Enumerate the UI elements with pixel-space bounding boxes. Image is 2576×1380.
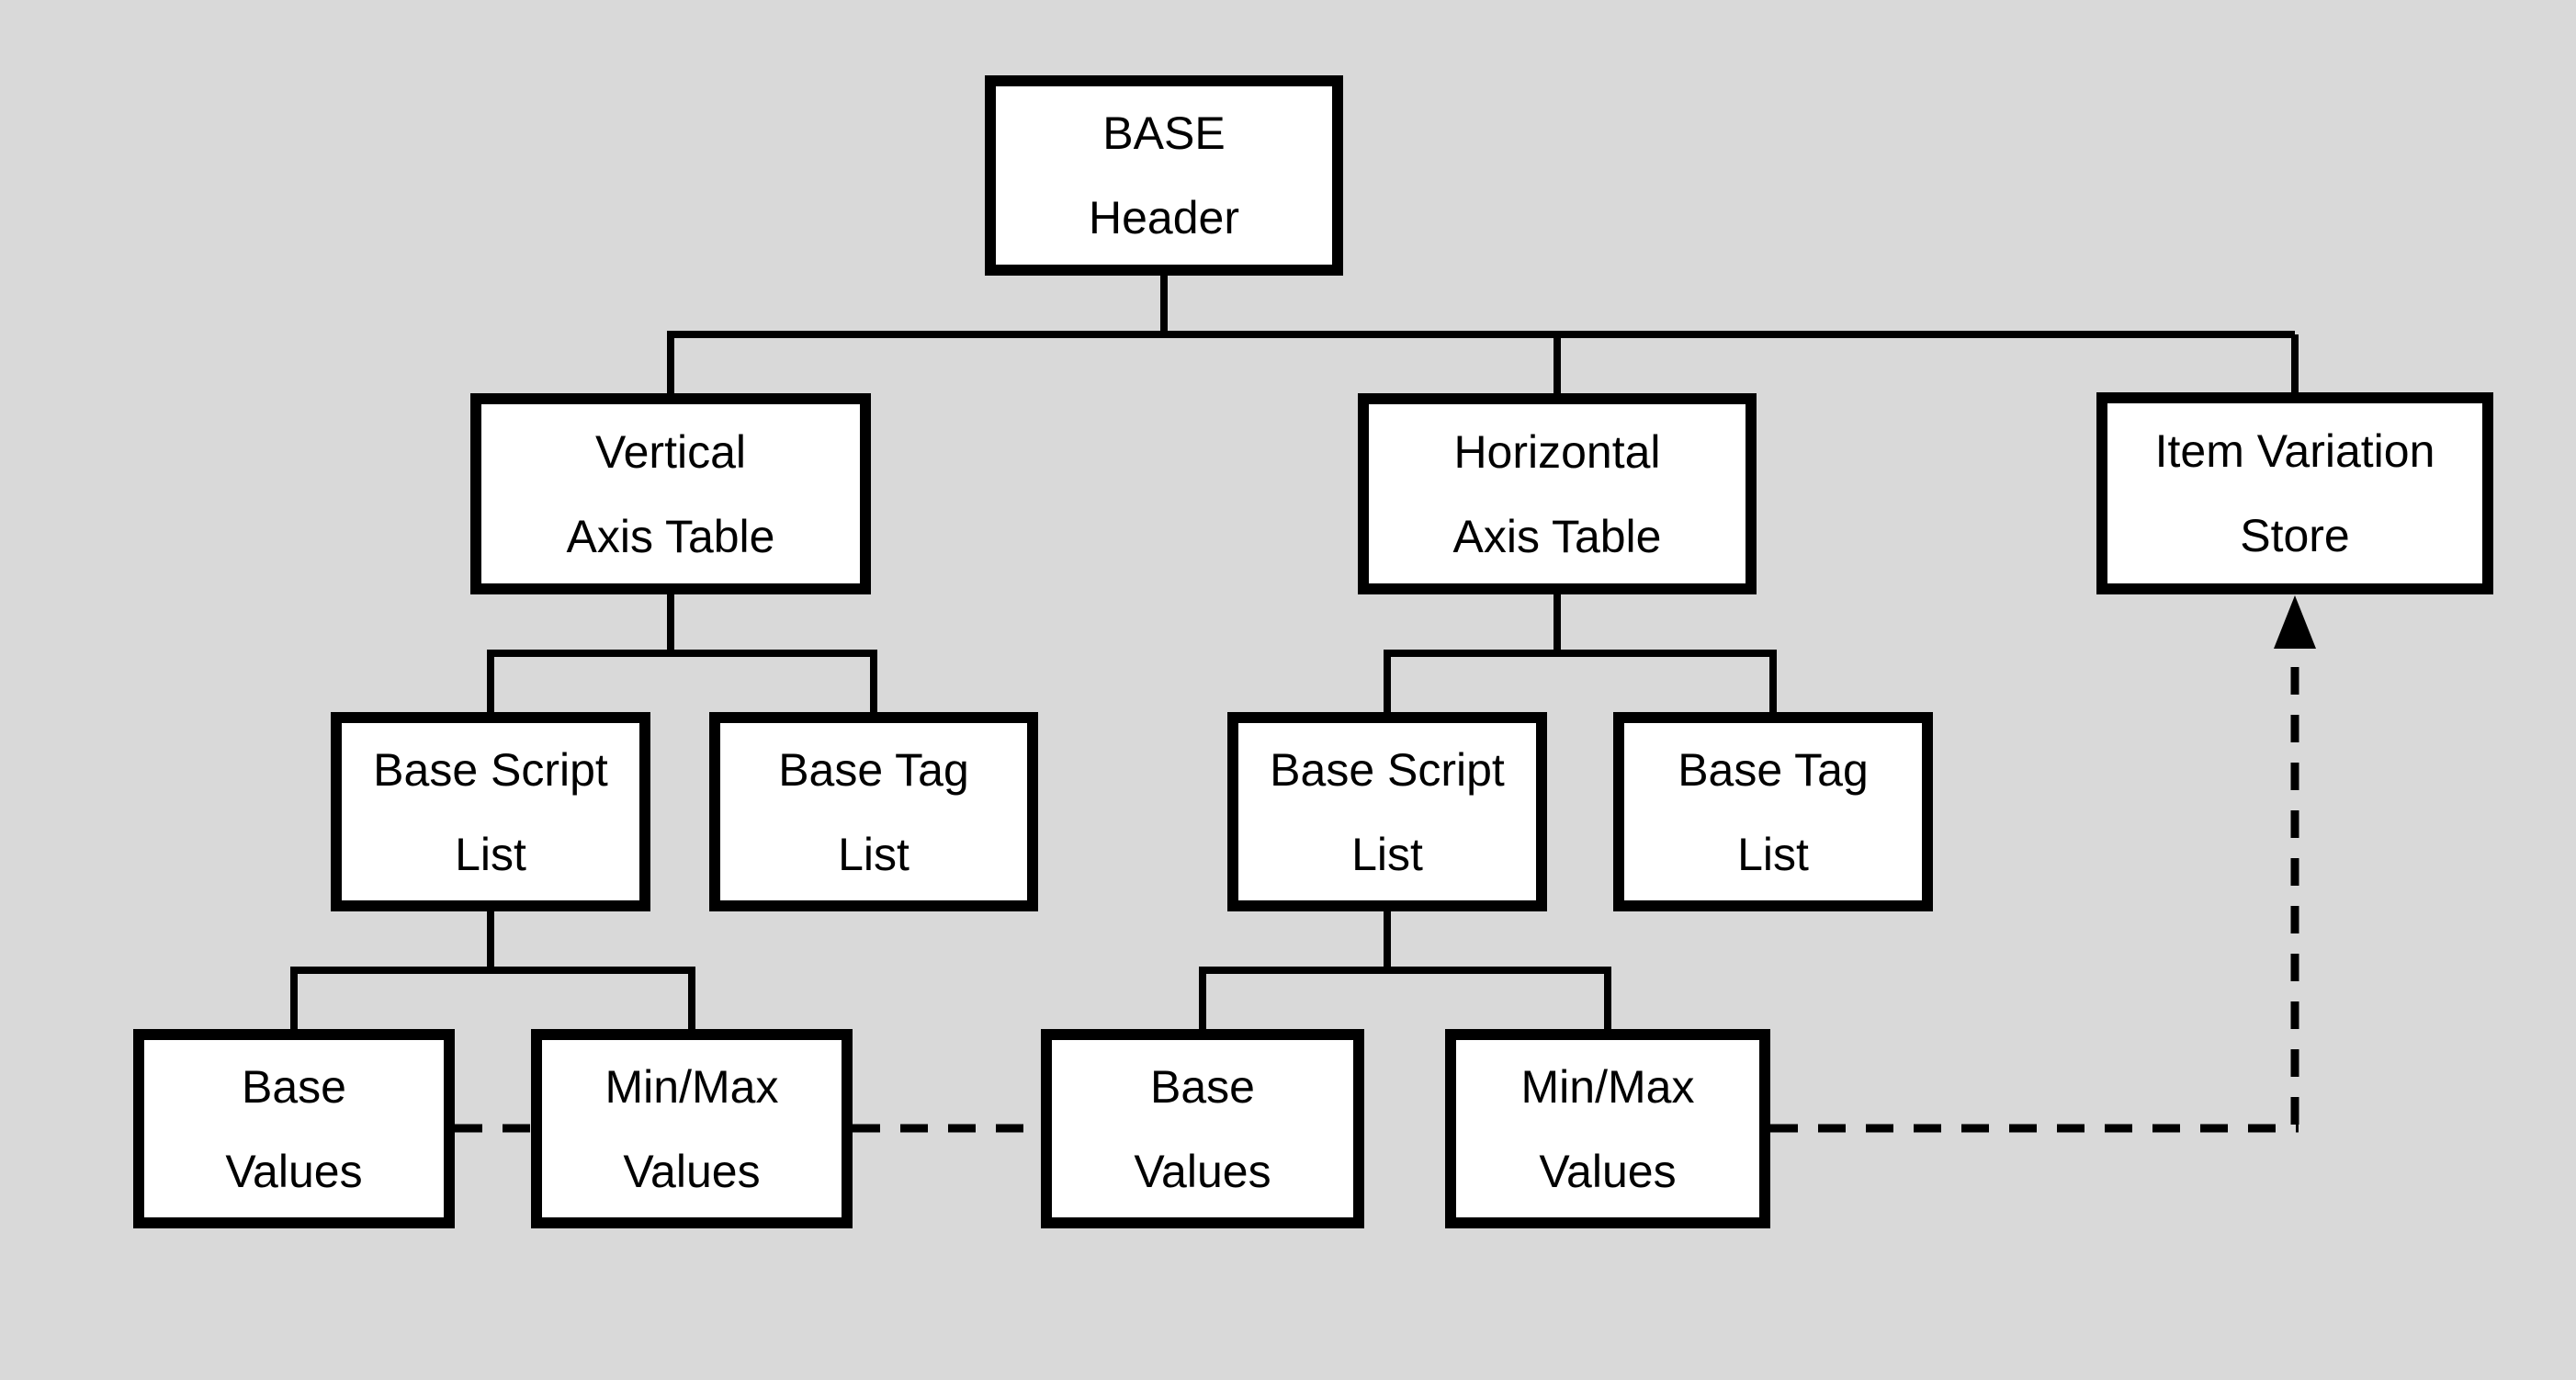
node-v-base-tag-list: Base Tag List [709, 712, 1038, 911]
node-label: Values [623, 1145, 761, 1197]
node-label: Item Variation [2154, 425, 2435, 477]
node-label: Base [1150, 1060, 1255, 1113]
node-v-minmax-values: Min/Max Values [531, 1029, 853, 1228]
node-label: List [455, 828, 526, 880]
node-label: Base Script [373, 743, 608, 796]
node-label: Axis Table [1452, 510, 1662, 562]
node-label: Vertical [595, 425, 746, 478]
node-horizontal-axis-table: Horizontal Axis Table [1358, 393, 1757, 594]
node-label: Horizontal [1453, 425, 1661, 478]
node-label: Values [1134, 1145, 1271, 1197]
node-h-base-script-list: Base Script List [1227, 712, 1547, 911]
node-label: List [1737, 828, 1809, 880]
node-h-base-tag-list: Base Tag List [1613, 712, 1933, 911]
node-label: Min/Max [1520, 1060, 1695, 1113]
dashed-arrow-head [2274, 595, 2316, 649]
node-label: Values [225, 1145, 363, 1197]
node-label: List [1351, 828, 1423, 880]
node-label: Axis Table [566, 510, 775, 562]
node-vertical-axis-table: Vertical Axis Table [470, 393, 871, 594]
node-h-minmax-values: Min/Max Values [1445, 1029, 1770, 1228]
node-label: Base Tag [778, 743, 969, 796]
node-v-base-values: Base Values [133, 1029, 455, 1228]
node-label: Base Tag [1678, 743, 1869, 796]
node-label: Values [1539, 1145, 1677, 1197]
node-v-base-script-list: Base Script List [331, 712, 650, 911]
node-label: Base Script [1270, 743, 1505, 796]
node-label: Store [2240, 510, 2350, 561]
node-label: Header [1089, 192, 1239, 243]
node-label: List [838, 828, 910, 880]
node-label: Min/Max [604, 1060, 779, 1113]
node-label: Base [242, 1060, 346, 1113]
node-label: BASE [1102, 107, 1226, 159]
node-h-base-values: Base Values [1041, 1029, 1364, 1228]
node-base-header: BASE Header [985, 75, 1343, 276]
node-item-variation-store: Item Variation Store [2096, 392, 2493, 594]
